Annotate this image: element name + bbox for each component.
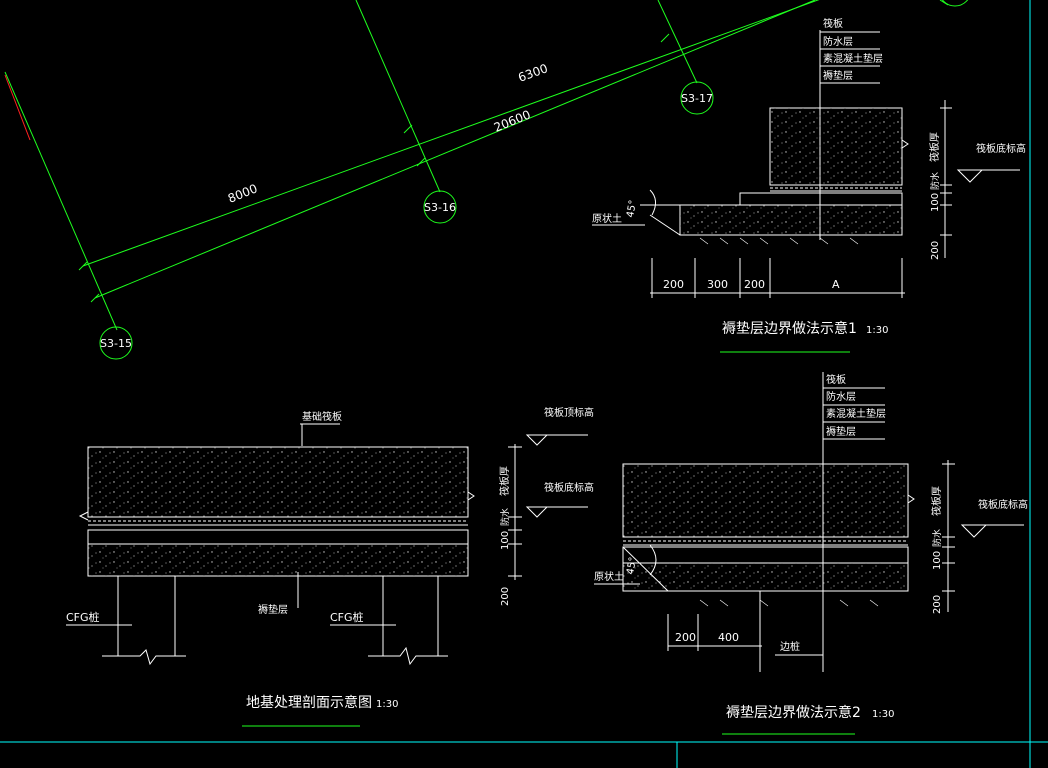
d2-angle: 45°	[625, 556, 639, 575]
d2-layer-waterproof: 防水层	[826, 390, 856, 403]
d2-layer-raft: 筏板	[826, 373, 846, 386]
axis-bubble-s3-15[interactable]: S3-15	[99, 326, 133, 360]
d1-dim-h-200a: 200	[663, 278, 684, 291]
tick-1	[78, 261, 88, 271]
sec-dim-raft: 筏板厚	[498, 466, 511, 496]
tick-2	[403, 124, 413, 134]
d1-layer-waterproof: 防水层	[823, 35, 853, 48]
sec-cfg-left: CFG桩	[66, 610, 100, 624]
d2-dim-h-400: 400	[718, 631, 739, 644]
axis-bubble-partial	[941, 0, 969, 7]
d2-scale: 1:30	[872, 709, 894, 720]
red-axis-line	[4, 74, 31, 141]
sec-elev-top: 筏板顶标高	[544, 406, 594, 419]
d2-dim-100: 100	[932, 551, 943, 570]
sec-title: 地基处理剖面示意图	[246, 694, 372, 711]
dim-line-lower	[94, 0, 816, 299]
sec-dim-100: 100	[500, 531, 511, 550]
sec-elev-bottom: 筏板底标高	[544, 481, 594, 494]
axis-bubble-s3-16[interactable]: S3-16	[423, 190, 457, 224]
axis-line-s3-17	[657, 0, 698, 84]
d2-elev-label: 筏板底标高	[978, 498, 1028, 511]
d2-dim-200: 200	[932, 595, 943, 614]
tick-3	[660, 33, 670, 43]
detail-1: 筏板 防水层 素混凝土垫层 褥垫层 45° 原状土 筏板厚 防水 100	[592, 17, 1026, 353]
dim-label-8000: 8000	[226, 181, 260, 205]
sec-scale: 1:30	[376, 699, 398, 710]
dim-label-20600: 20600	[492, 107, 533, 134]
svg-text:S3-16: S3-16	[424, 201, 456, 214]
d1-title: 褥垫层边界做法示意1	[722, 320, 857, 337]
d1-dim-200: 200	[930, 241, 941, 260]
d2-layer-concrete-bed: 素混凝土垫层	[826, 407, 886, 420]
d1-angle: 45°	[625, 199, 639, 218]
d1-layer-concrete-bed: 素混凝土垫层	[823, 52, 883, 65]
d1-dim-h-200b: 200	[744, 278, 765, 291]
axis-bubble-s3-17[interactable]: S3-17	[680, 81, 714, 115]
detail-2: 筏板 防水层 素混凝土垫层 褥垫层 边桩 45° 原状土 筏板厚 防水 100	[594, 372, 1028, 735]
tick-4	[90, 293, 100, 303]
d2-soil: 原状土	[594, 570, 624, 583]
d1-dim-h-300: 300	[707, 278, 728, 291]
tick-5	[416, 157, 426, 167]
d2-layer-cushion: 褥垫层	[826, 425, 856, 438]
dim-line-upper	[82, 0, 820, 267]
d1-layer-raft: 筏板	[823, 17, 843, 30]
svg-text:S3-17: S3-17	[681, 92, 713, 105]
d1-elev-label: 筏板底标高	[976, 142, 1026, 155]
d1-dim-100: 100	[930, 193, 941, 212]
d1-layer-cushion: 褥垫层	[823, 69, 853, 82]
sec-cushion: 褥垫层	[258, 603, 288, 616]
axis-line-s3-15	[4, 71, 118, 331]
sec-cfg-right: CFG桩	[330, 610, 364, 624]
dim-label-6300: 6300	[516, 61, 549, 85]
sec-dim-waterproof: 防水	[499, 508, 511, 526]
section-foundation: 基础筏板 CFG桩 CFG桩 褥垫层 筏板厚 防水	[66, 406, 594, 727]
svg-text:S3-15: S3-15	[100, 337, 132, 350]
d1-dim-waterproof: 防水	[929, 172, 941, 190]
d1-soil: 原状土	[592, 212, 622, 225]
d2-dim-waterproof: 防水	[931, 529, 943, 547]
d2-pile: 边桩	[780, 640, 800, 653]
d1-dim-raft: 筏板厚	[928, 132, 941, 162]
d2-dim-raft: 筏板厚	[930, 486, 943, 516]
axis-line-s3-16	[355, 0, 441, 193]
d2-title: 褥垫层边界做法示意2	[726, 704, 861, 721]
d2-dim-h-200: 200	[675, 631, 696, 644]
sec-dim-200: 200	[500, 587, 511, 606]
d1-scale: 1:30	[866, 325, 888, 336]
d1-dim-h-a: A	[832, 278, 840, 291]
sec-raft-label: 基础筏板	[302, 410, 342, 423]
